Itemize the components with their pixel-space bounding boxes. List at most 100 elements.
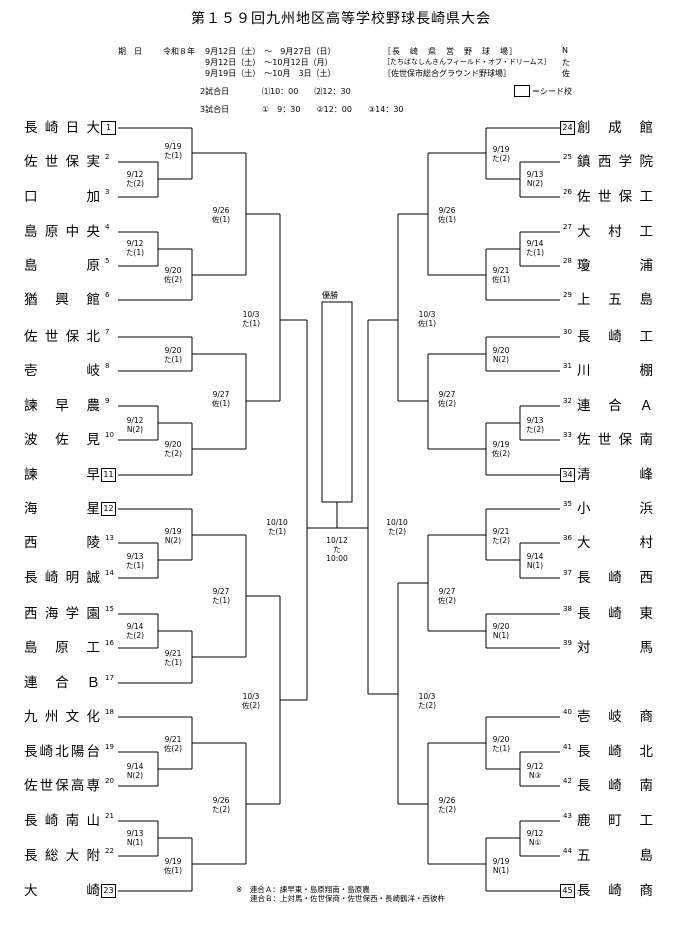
match-venue: た(2) — [525, 425, 545, 434]
match-date: 9/20 — [164, 440, 182, 449]
team-number: 15 — [105, 605, 114, 613]
team-number: 39 — [563, 639, 572, 647]
union-a-note: ※ 連合Ａ：諫早東・島原翔南・島原農 — [236, 885, 370, 894]
match-venue: 佐(2) — [163, 744, 183, 753]
match-date: 10/3 — [418, 692, 436, 701]
match-venue: N(2) — [526, 179, 544, 188]
match-date: 9/13 — [526, 170, 544, 179]
team-number: 41 — [563, 743, 572, 751]
match-venue: N(1) — [126, 838, 144, 847]
match-date: 9/14 — [526, 552, 544, 561]
match-venue: N(2) — [492, 355, 510, 364]
three-games-label: 3試合日 — [200, 105, 230, 114]
schedule-venue-2: ［たちばなしんきんフィールド・オブ・ドリームス］ — [383, 58, 551, 66]
team-name: 長崎西 — [577, 570, 655, 586]
match-date: 9/27 — [438, 587, 456, 596]
team-number: 8 — [105, 362, 110, 370]
match-date: 9/27 — [212, 390, 230, 399]
team-name: 長崎東 — [577, 606, 655, 622]
match-date: 9/26 — [212, 206, 230, 215]
match-venue: た(2) — [387, 527, 407, 536]
match-date: 9/14 — [526, 239, 544, 248]
team-name: 清峰 — [577, 467, 655, 483]
seed-number-box: 11 — [101, 468, 116, 482]
team-name: 連合Ａ — [577, 398, 655, 414]
team-name: 創成館 — [577, 120, 655, 136]
team-number: 30 — [563, 328, 572, 336]
team-name: 長崎明誠 — [24, 570, 102, 586]
match-date: 9/19 — [492, 440, 510, 449]
match-venue: 佐(2) — [437, 596, 457, 605]
seed-number-box: 24 — [560, 121, 575, 135]
champion-label: 優勝 — [322, 291, 338, 300]
match-venue: 佐(1) — [491, 275, 511, 284]
match-venue: た(1) — [267, 527, 287, 536]
team-number: 37 — [563, 569, 572, 577]
match-venue: た(2) — [125, 179, 145, 188]
team-number: 27 — [563, 223, 572, 231]
match-venue: N① — [528, 838, 542, 847]
match-date: 9/27 — [212, 587, 230, 596]
team-name: 九州文化 — [24, 709, 102, 725]
match-date: 9/20 — [164, 266, 182, 275]
match-venue: た(2) — [211, 805, 231, 814]
match-venue: た(1) — [525, 248, 545, 257]
seed-number-box: 12 — [101, 502, 116, 516]
team-name: 大崎 — [24, 883, 102, 899]
team-number: 44 — [563, 847, 572, 855]
team-number: 10 — [105, 431, 114, 439]
seed-legend-label: ＝シード校 — [532, 87, 572, 96]
schedule-venue-3: ［佐世保市総合グラウンド野球場］ — [383, 69, 511, 78]
match-venue: た(1) — [491, 744, 511, 753]
team-number: 29 — [563, 291, 572, 299]
team-name: 佐世保実 — [24, 154, 102, 170]
champion-box — [321, 301, 353, 503]
team-name: 鹿町工 — [577, 813, 655, 829]
match-venue: た(1) — [241, 319, 261, 328]
team-number: 35 — [563, 500, 572, 508]
match-date: 9/27 — [438, 390, 456, 399]
match-venue: 佐(1) — [437, 215, 457, 224]
match-date: 9/12 — [126, 239, 144, 248]
two-games-times: ⑴10：00 ⑵12：30 — [262, 87, 351, 96]
match-venue: 佐(2) — [437, 399, 457, 408]
team-number: 25 — [563, 153, 572, 161]
two-games-label: 2試合日 — [200, 87, 230, 96]
team-number: 13 — [105, 534, 114, 542]
team-number: 20 — [105, 777, 114, 785]
team-name: 大村工 — [577, 224, 655, 240]
team-name: 上五島 — [577, 292, 655, 308]
match-date: 9/14 — [126, 762, 144, 771]
team-number: 3 — [105, 188, 110, 196]
match-date: 9/13 — [126, 829, 144, 838]
team-name: 連合Ｂ — [24, 675, 102, 691]
match-date: 9/19 — [164, 142, 182, 151]
match-date: 9/20 — [164, 346, 182, 355]
team-name: 鎮西学院 — [577, 154, 655, 170]
schedule-code-2: た — [562, 58, 570, 67]
match-date: 9/19 — [164, 527, 182, 536]
match-venue: た(1) — [163, 658, 183, 667]
team-number: 33 — [563, 431, 572, 439]
team-name: 長崎南 — [577, 778, 655, 794]
team-number: 21 — [105, 812, 114, 820]
match-date: 9/21 — [492, 527, 510, 536]
